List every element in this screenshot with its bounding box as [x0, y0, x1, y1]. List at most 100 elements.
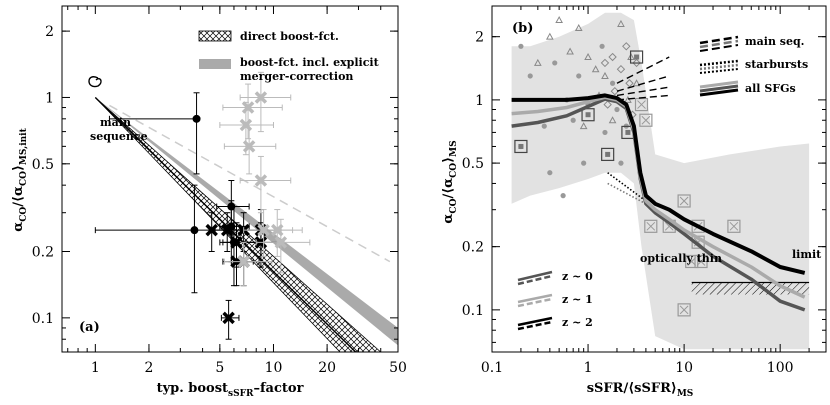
gray-circle-point	[541, 123, 547, 129]
dashed-line	[109, 104, 391, 263]
gray-circle-point	[618, 160, 624, 166]
series-line	[511, 93, 806, 275]
square-x	[696, 257, 706, 266]
a-x-point	[254, 174, 268, 187]
b-x-tick-label: 10	[675, 360, 693, 376]
gray-circle-point	[602, 129, 608, 136]
square-x	[679, 305, 689, 315]
panel-label-b: (b)	[512, 21, 533, 36]
z1-swatch	[517, 293, 553, 308]
b-y-tick-label: 2	[475, 30, 484, 46]
gray-circle-point	[609, 80, 616, 86]
main-seq-line	[616, 56, 670, 84]
z0-swatch	[517, 270, 553, 286]
gray-triangle-point	[555, 16, 563, 24]
legend-label-starbursts: starbursts	[745, 58, 808, 71]
b-y-tick-label: 0.2	[462, 240, 484, 256]
square-marker	[691, 219, 705, 233]
a-x-tick-label: 20	[318, 360, 336, 376]
square-marker	[727, 219, 741, 233]
gray-triangle-point	[632, 79, 641, 87]
gray-triangle-point	[584, 52, 592, 61]
gray-circle-point	[576, 73, 582, 79]
a-circle-point	[192, 114, 201, 123]
a-x-tick-label: 5	[215, 360, 224, 376]
a-x-tick-label: 1	[91, 360, 100, 376]
gray-triangle-point	[624, 95, 632, 103]
spiral-icon	[88, 76, 102, 88]
a-x-point	[222, 311, 235, 325]
y-axis-label-b: αCO/⟨αCO⟩MS	[441, 140, 459, 223]
gray-triangle-point	[601, 71, 609, 79]
gray-circle-point	[560, 193, 566, 199]
a-x-point	[241, 101, 255, 114]
a-x-point	[254, 91, 268, 104]
annotation-main: main	[100, 116, 131, 129]
legend-swatch-solid	[699, 80, 739, 97]
gray-triangle-point	[608, 116, 617, 124]
gray-circle-point	[547, 170, 553, 176]
square-marker	[685, 254, 699, 269]
starburst-line	[607, 182, 647, 205]
legend-swatch-dotted	[699, 59, 739, 74]
legend-label-z1: z ~ 1	[562, 293, 593, 306]
a-x-point	[205, 223, 218, 237]
z2-swatch	[517, 316, 553, 331]
gray-circle-point	[570, 117, 576, 123]
square-marker	[514, 139, 528, 154]
a-x-point	[220, 223, 234, 237]
legend-swatch-hatched	[198, 30, 232, 42]
legend-z: z ~ 0 z ~ 1 z ~ 2	[517, 270, 593, 331]
a-y-tick-label: 2	[45, 24, 54, 40]
gray-circle-point	[552, 60, 558, 66]
main-seq-line	[616, 75, 670, 92]
gray-circle-point	[614, 106, 620, 113]
square-marker	[581, 108, 595, 122]
a-x-tick-label: 10	[265, 360, 283, 376]
b-y-tick-label: 0.1	[462, 303, 484, 319]
a-x-point	[274, 236, 288, 249]
gray-triangle-point	[574, 23, 583, 31]
b-x-tick-label: 0.1	[481, 360, 503, 376]
gray-triangle-point	[533, 58, 542, 66]
square-x	[679, 196, 689, 206]
a-y-tick-label: 0.2	[32, 245, 54, 261]
a-x-point	[242, 140, 256, 153]
gray-triangle-point	[591, 65, 600, 73]
band-merger	[95, 97, 398, 346]
legend-b: main seq. starbursts all SFGs	[699, 35, 808, 97]
gray-triangle-point	[545, 32, 554, 40]
gray-diamond-point	[603, 100, 612, 109]
square-marker	[644, 219, 658, 233]
gray-circle-point	[527, 73, 533, 79]
starburst-line	[607, 172, 647, 202]
legend-label-z2: z ~ 2	[562, 316, 593, 329]
square-fill	[634, 54, 640, 60]
gray-diamond-point	[625, 79, 634, 88]
square-x	[637, 100, 646, 109]
main-seq-line	[616, 86, 670, 97]
gray-circle-point	[518, 43, 524, 49]
legend-a: direct boost-fct. boost-fct. incl. expli…	[198, 30, 380, 83]
panel-label-a: (a)	[79, 320, 100, 335]
square-marker	[677, 194, 691, 208]
square-marker	[694, 254, 708, 269]
square-x	[641, 115, 651, 125]
square-marker	[601, 147, 615, 162]
annotation-optically-thin: optically thin	[640, 252, 722, 265]
legend-label-all-sfgs: all SFGs	[745, 82, 796, 95]
y-axis-label-a: αCO/⟨αCO⟩MS,init	[11, 127, 29, 231]
legend-label-main-seq: main seq.	[745, 35, 805, 48]
a-y-tick-label: 0.5	[32, 157, 54, 173]
b-y-tick-label: 0.5	[462, 156, 484, 172]
a-x-tick-label: 2	[144, 360, 153, 376]
gray-triangle-point	[579, 122, 588, 130]
gray-diamond-point	[608, 52, 617, 62]
gray-circle-point	[599, 43, 605, 49]
gray-diamond-point	[622, 42, 631, 51]
square-marker	[629, 50, 644, 64]
square-x	[729, 221, 739, 231]
